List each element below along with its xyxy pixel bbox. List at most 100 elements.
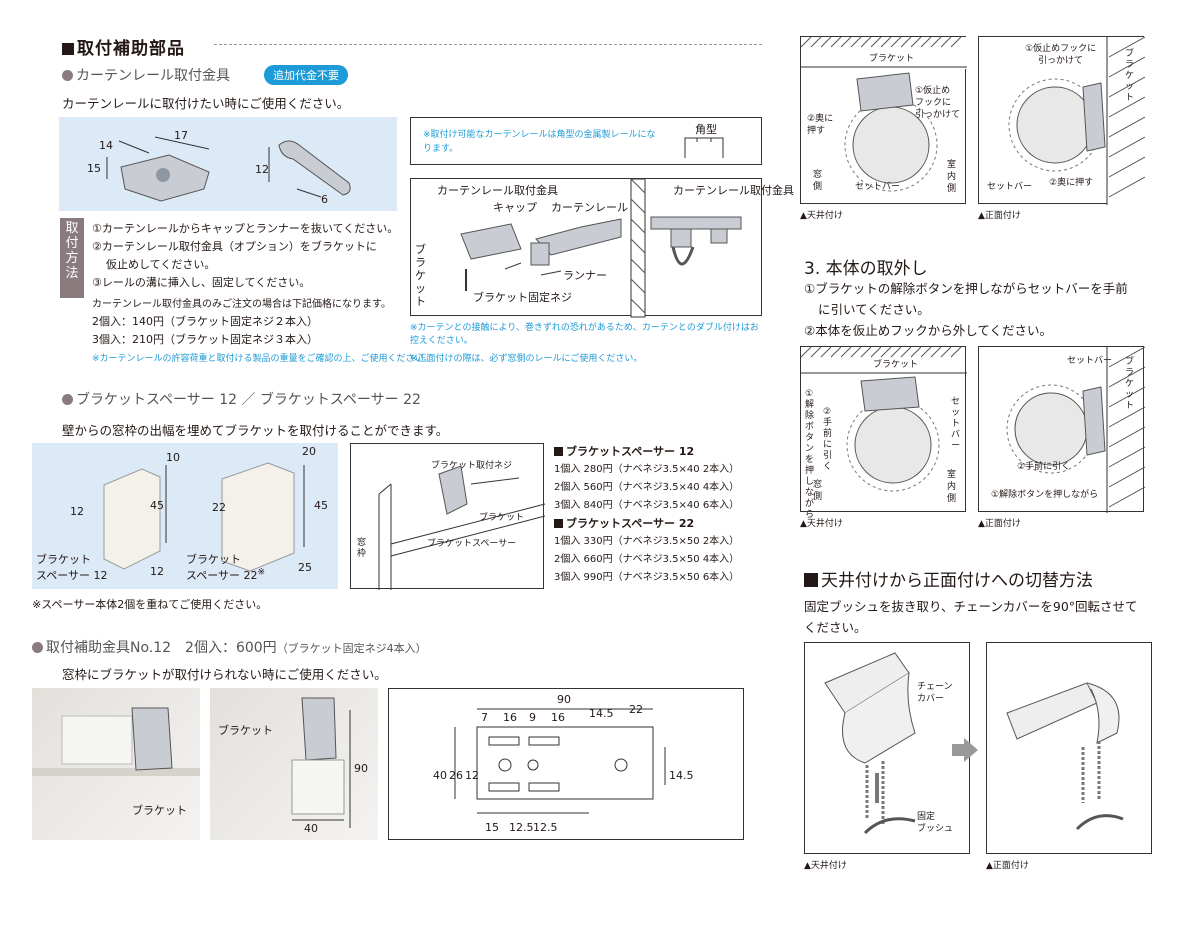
dim-label: 40 xyxy=(304,822,318,835)
label-hook: ①仮止めフックに 引っかけて xyxy=(1025,44,1097,66)
dim-label: 16 xyxy=(503,711,517,724)
label-screw: ブラケット固定ネジ xyxy=(473,291,572,304)
spacer22-label: スペーサー 22※ xyxy=(186,567,266,582)
aux-photo1-drawing xyxy=(32,707,200,776)
label-setbar: セットバー xyxy=(951,397,961,451)
switch-front-diagram xyxy=(986,642,1152,854)
label-bush: 固定 ブッシュ xyxy=(917,812,954,834)
spacer-heading: ブラケットスペーサー 12 ／ ブラケットスペーサー 22 xyxy=(62,389,421,409)
square-rail-icon xyxy=(684,137,724,158)
dim-label: 12 xyxy=(465,769,479,782)
dim-label: 45 xyxy=(314,499,328,512)
dim-label: 22 xyxy=(629,703,643,716)
price-line: 2個入 660円（ナベネジ3.5×50 4本入） xyxy=(554,554,740,565)
divider xyxy=(214,44,762,45)
dim-label: 14.5 xyxy=(589,707,614,720)
caption: ▲正面付け xyxy=(978,519,1021,529)
method-tab: 取付方法 xyxy=(60,218,84,298)
spacer-photo-area: 10 45 12 12 20 45 22 25 ブラケット スペーサー 12 ブ… xyxy=(32,443,338,589)
dim-label: 26 xyxy=(449,769,463,782)
step-2: ②カーテンレール取付金具（オプション）をブラケットに xyxy=(92,240,377,253)
switch-ceiling-diagram: チェーン カバー 固定 ブッシュ xyxy=(804,642,970,854)
caption: ▲正面付け xyxy=(978,211,1021,221)
dim-label: 45 xyxy=(150,499,164,512)
price-line: 3個入 990円（ナベネジ3.5×50 6本入） xyxy=(554,572,740,583)
photo1-label: ブラケット xyxy=(132,804,187,817)
ceiling-chain-drawing xyxy=(824,652,916,835)
circle-bullet-icon xyxy=(62,70,73,81)
label-setbar: セットバー xyxy=(855,182,901,192)
label-chain-cover: チェーン カバー xyxy=(917,682,953,704)
dim-label: 17 xyxy=(174,129,188,142)
dim-label: 22 xyxy=(212,501,226,514)
label-room-side: 室 内 側 xyxy=(947,470,957,504)
square-bullet-icon xyxy=(554,519,563,528)
label-mount-screw: ブラケット取付ネジ xyxy=(431,461,513,471)
aux-technical-drawing: 90 7 16 9 16 14.5 22 40 26 12 14.5 15 12… xyxy=(388,688,744,840)
rail-fitting-photo-area: 14 17 15 12 6 xyxy=(59,117,397,211)
ceiling-mount-diagram-top: ブラケット ①仮止め フックに 引っかけて ②奥に 押す 窓 側 室 内 側 セ… xyxy=(800,36,967,204)
label-push: ②奥に押す xyxy=(1049,178,1094,188)
label-bracket: ブラケット xyxy=(869,54,915,64)
front-mount-diagram-mid: セットバー ブラケット ②手前に引く ①解除ボタンを押しながら xyxy=(978,346,1146,513)
remove-step-1b: に引いてください。 xyxy=(818,302,930,317)
square-bullet-icon xyxy=(554,447,563,456)
label-frame: 窓枠 xyxy=(357,538,367,559)
front-remove-drawing xyxy=(1006,346,1146,513)
ceiling-mount-drawing xyxy=(800,36,967,192)
remove-steps: ①ブラケットの解除ボタンを押しながらセットバーを手前 に引いてください。 ②本体… xyxy=(804,278,1128,341)
rail-install-diagram: カーテンレール取付金具 キャップ カーテンレール ブラケット ランナー ブラケッ… xyxy=(410,178,794,318)
remove-step-1: ①ブラケットの解除ボタンを押しながらセットバーを手前 xyxy=(804,281,1128,296)
label-rail: カーテンレール xyxy=(551,201,628,214)
contact-note: ※カーテンとの接触により、巻きずれの恐れがあるため、カーテンとのダブル付けはお控… xyxy=(410,323,759,346)
caption: ▲天井付け xyxy=(804,861,847,871)
caption: ▲天井付け xyxy=(800,519,843,529)
caption: ▲天井付け xyxy=(800,211,843,221)
spacer-intro: 壁からの窓枠の出幅を埋めてブラケットを取付けることができます。 xyxy=(62,423,449,438)
dim-label: 20 xyxy=(302,445,316,458)
step-3: ③レールの溝に挿入し、固定してください。 xyxy=(92,276,311,289)
label-setbar: セットバー xyxy=(987,182,1033,192)
remove-title: 3. 本体の取外し xyxy=(804,259,928,279)
dim-label: 90 xyxy=(557,693,571,706)
caption: ▲正面付け xyxy=(986,861,1029,871)
price-line: 2個入：140円（ブラケット固定ネジ２本入） xyxy=(92,315,318,328)
dim-label: 40 xyxy=(433,769,447,782)
switch-title: 天井付けから正面付けへの切替方法 xyxy=(804,566,1093,591)
ceiling-remove-drawing xyxy=(800,346,967,492)
square-bullet-icon xyxy=(804,573,818,587)
square-bullet-icon xyxy=(62,43,74,55)
rail-fitting-drawing xyxy=(106,136,351,202)
dim-label: 15 xyxy=(485,821,499,834)
step-2b: 仮止めしてください。 xyxy=(106,258,216,271)
price22-title: ブラケットスペーサー 22 xyxy=(554,515,739,533)
spacer-install-drawing xyxy=(378,465,546,590)
label-bracket: ブラケット xyxy=(415,243,426,308)
aux-intro: 窓枠にブラケットが取付けられない時にご使用ください。 xyxy=(62,667,387,682)
label-push: ②奥に 押す xyxy=(807,114,834,136)
label-setbar: セットバー xyxy=(1067,356,1113,366)
dim-label: 14.5 xyxy=(669,769,694,782)
badge-free: 追加代金不要 xyxy=(264,65,348,85)
dim-label: 12 xyxy=(255,163,269,176)
front-chain-drawing xyxy=(1006,682,1124,831)
circle-bullet-icon xyxy=(62,394,73,405)
aux-photo-2: ブラケット 90 40 xyxy=(210,688,378,840)
price-line: 3個入：210円（ブラケット固定ネジ３本入） xyxy=(92,333,318,346)
ceiling-mount-diagram-mid: ブラケット ①解除ボタンを押しながら ②手前に引く セットバー 窓 側 室 内 … xyxy=(800,346,967,520)
label-hook: ①仮止め フックに 引っかけて xyxy=(915,86,961,120)
spacer-prices: ブラケットスペーサー 12 1個入 280円（ナベネジ3.5×40 2本入） 2… xyxy=(554,443,739,587)
label-fitting: カーテンレール取付金具 xyxy=(437,184,558,197)
label-room-side: 室 内 側 xyxy=(947,160,957,194)
dim-label: 12.5 xyxy=(509,821,534,834)
remove-step-2: ②本体を仮止めフックから外してください。 xyxy=(804,323,1052,338)
dim-label: 12 xyxy=(150,565,164,578)
rail-fitting-intro: カーテンレールに取付けたい時にご使用ください。 xyxy=(62,96,350,111)
label-fitting2: カーテンレール取付金具 xyxy=(673,184,794,197)
aux-heading: 取付補助金具No.12 2個入：600円（ブラケット固定ネジ4本入） xyxy=(32,637,427,657)
dim-label: 9 xyxy=(529,711,536,724)
aux-photo2-drawing xyxy=(291,697,351,828)
section-title: 取付補助部品 xyxy=(62,34,185,59)
dim-label: 25 xyxy=(298,561,312,574)
front-mount-drawing xyxy=(1008,36,1146,205)
